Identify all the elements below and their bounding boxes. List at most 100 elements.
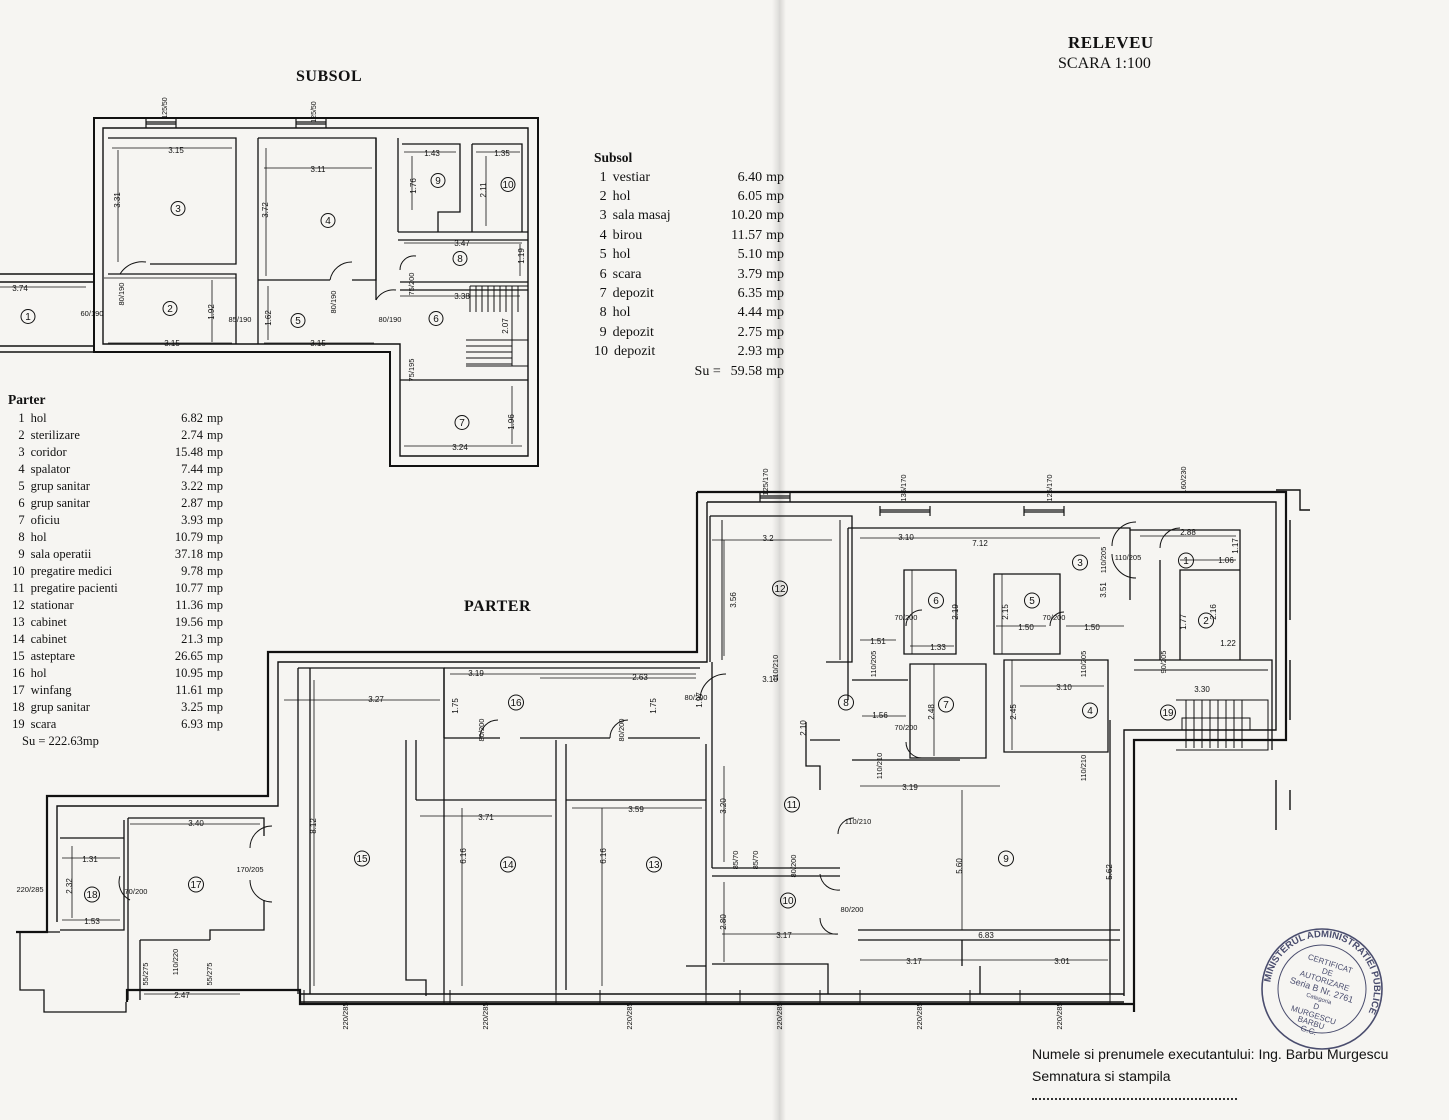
room-area: 3.79	[737, 266, 763, 282]
room-area: 11.36	[175, 598, 204, 612]
room-number-circle	[1082, 702, 1098, 719]
room-number: 7	[599, 286, 607, 302]
dimension-label: 3.17	[776, 931, 792, 940]
room-number: 5	[1029, 596, 1035, 607]
room-area: 6.93	[181, 717, 204, 731]
room-number: 12	[12, 598, 25, 612]
area-unit: mp	[766, 169, 784, 185]
dimension-label: 3.10	[1056, 683, 1072, 692]
releveu-title: RELEVEU	[1068, 33, 1154, 52]
room-number-circle	[508, 694, 524, 711]
dimension-label: 1.33	[930, 643, 946, 652]
room-number: 1	[18, 411, 25, 425]
room-area: 11.57	[731, 227, 763, 243]
room-number-circle	[428, 311, 444, 326]
room-number: 8	[457, 254, 463, 265]
area-unit: mp	[766, 208, 784, 224]
room-number: 14	[12, 632, 25, 646]
room-area: 19.56	[174, 615, 204, 629]
window-label: 55/275	[205, 963, 214, 986]
room-name: hol	[30, 411, 47, 425]
room-number-circle	[772, 580, 788, 597]
room-area: 21.3	[181, 632, 204, 646]
room-number-circle	[430, 173, 446, 188]
door-label: 70/200	[895, 613, 918, 622]
room-number: 6	[933, 596, 939, 607]
room-area: 6.35	[737, 286, 763, 302]
window-label: 220/285	[775, 1002, 784, 1029]
room-name: depozit	[614, 344, 656, 360]
scale-label: SCARA 1:100	[1058, 55, 1151, 72]
dimension-label: 1.77	[1179, 614, 1188, 630]
room-area: 26.65	[174, 649, 204, 663]
dimension-label: 1.19	[517, 248, 526, 264]
window-label: 220/285	[625, 1002, 634, 1029]
room-area: 11.61	[175, 683, 204, 697]
door-label: 70/200	[1043, 613, 1066, 622]
dimension-label: 3.15	[310, 339, 326, 348]
room-number: 2	[599, 189, 607, 205]
dimension-label: 3.17	[906, 957, 922, 966]
area-unit: mp	[207, 462, 223, 476]
room-name: cabinet	[30, 615, 67, 629]
room-number-circle	[320, 213, 336, 228]
area-unit: mp	[207, 581, 223, 595]
dimension-label: 2.80	[719, 914, 728, 930]
door-label: 80/200	[477, 719, 486, 742]
area-unit: mp	[766, 305, 784, 321]
dimension-label: 1.75	[451, 698, 460, 714]
area-unit: mp	[207, 717, 223, 731]
room-number: 1	[599, 169, 607, 185]
room-name: sala masaj	[612, 208, 671, 224]
room-number: 5	[18, 479, 25, 493]
room-area: 10.20	[730, 208, 763, 224]
window-label: 220/285	[341, 1002, 350, 1029]
area-unit: mp	[207, 479, 223, 493]
dimension-label: 6.83	[978, 931, 994, 940]
dimension-label: 3.19	[902, 783, 918, 792]
dimension-label: 6.16	[459, 848, 468, 864]
room-number: 10	[12, 564, 25, 578]
room-number-circle	[780, 892, 796, 909]
dimension-label: 5.60	[955, 858, 964, 874]
dimension-label: 5.62	[1105, 864, 1114, 880]
area-unit: mp	[207, 428, 223, 442]
room-number: 6	[599, 266, 607, 282]
door-label: 85/190	[229, 315, 252, 324]
room-number: 10	[782, 896, 794, 907]
room-number: 1	[1183, 556, 1189, 567]
paper-fold	[772, 0, 786, 1120]
room-area: 2.75	[737, 324, 763, 340]
dimension-label: 3.24	[452, 443, 468, 452]
room-number: 3	[175, 204, 181, 215]
room-area: 2.87	[181, 496, 204, 510]
window-label: 220/285	[481, 1002, 490, 1029]
subsol-total-label: Su =	[694, 363, 721, 379]
room-number: 3	[599, 208, 607, 224]
dimension-label: 2.32	[65, 878, 74, 894]
parter-legend-heading: Parter	[8, 392, 46, 407]
room-number: 11	[787, 800, 798, 811]
room-area: 6.05	[737, 189, 763, 205]
area-unit: mp	[207, 445, 223, 459]
door-label: 80/190	[329, 291, 338, 314]
door-label: 110/210	[875, 753, 884, 780]
door-label: 110/210	[845, 817, 872, 826]
room-number: 4	[325, 216, 331, 227]
room-number: 5	[295, 316, 301, 327]
room-number-circle	[170, 201, 186, 216]
parter-total: Su = 222.63mp	[22, 734, 99, 748]
dimension-label: 1.06	[1218, 556, 1234, 565]
